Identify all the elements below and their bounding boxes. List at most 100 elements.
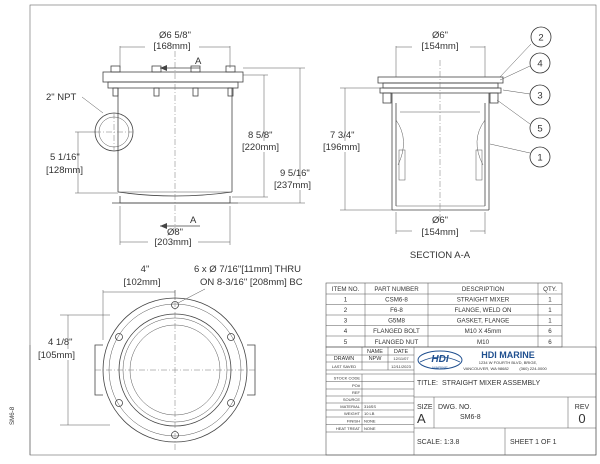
svg-text:MATERIAL: MATERIAL [340,404,360,409]
company-address2: VANCOUVER, WA 98682 [463,366,509,371]
bom-row: 2 F6-8 FLANGE, WELD ON 1 [344,307,553,314]
side-drawing-label: SM6-8 [9,406,16,425]
balloon-item-1: 1 [489,143,551,168]
front-dim-npt: 2" NPT [46,92,76,103]
bom-table: ITEM NO. PART NUMBER DESCRIPTION QTY. 1 … [325,282,563,348]
bom-header-qty: QTY. [543,286,557,293]
svg-text:5: 5 [344,339,348,346]
front-dim-total-frac: 9 5/16" [280,168,310,179]
front-dim-left-frac: 5 1/16" [50,152,80,163]
tb-rev-value: 0 [578,411,585,426]
front-dim-left-mm: [128mm] [46,165,83,176]
svg-text:4: 4 [537,59,542,70]
tb-drawn-label: DRAWN [334,356,355,362]
svg-text:HEAT TREAT: HEAT TREAT [336,426,361,431]
svg-text:FLANGE, WELD ON: FLANGE, WELD ON [454,307,511,314]
tb-col-name: NAME [367,349,383,355]
company-address1: 1234 W FOURTH BLVD, BRIGE, [479,360,538,365]
tb-field: HEAT TREAT NONE [336,426,376,431]
section-dim-bottom-mm: [154mm] [422,227,459,238]
section-view: Ø6" [154mm] 7 3/4" [196mm] Ø6" [154mm] S… [320,26,552,261]
tb-drawn-name: NPW [369,356,383,362]
svg-text:F6-8: F6-8 [390,307,403,314]
bom-header-item: ITEM NO. [332,286,360,293]
svg-text:6: 6 [548,328,552,335]
tb-field: REF [352,390,361,395]
tb-sheet: SHEET 1 OF 1 [510,439,557,446]
svg-text:GASKET, FLANGE: GASKET, FLANGE [457,318,510,325]
front-dim-bottom-mm: [203mm] [155,237,192,248]
company-logo: HDI MARINE [417,350,463,370]
svg-text:10 LB: 10 LB [364,411,375,416]
front-dim-top-frac: Ø6 5/8" [159,30,191,41]
svg-text:FLANGED BOLT: FLANGED BOLT [373,328,420,335]
balloon-item-2: 2 [499,26,552,78]
svg-text:1: 1 [344,297,348,304]
section-dim-height-frac: 7 3/4" [330,130,355,141]
svg-text:REF: REF [352,390,361,395]
tb-size-label: SIZE [417,404,433,411]
svg-text:STOCK CODE: STOCK CODE [334,376,361,381]
bom-row: 1 CSM6-8 STRAIGHT MIXER 1 [344,297,553,304]
tb-title-label: TITLE: [417,380,438,387]
tb-col-date: DATE [394,349,409,355]
tb-field: WEIGHT 10 LB [344,411,375,416]
section-dim-top-frac: Ø6" [432,30,448,41]
tb-field: MATERIAL 316SS [340,404,376,409]
bom-header-part: PART NUMBER [374,286,419,293]
balloon-item-4: 4 [499,52,551,81]
svg-text:M10 X 45mm: M10 X 45mm [465,328,502,335]
top-dim-width-mm: [102mm] [124,277,161,288]
front-dim-height-mm: [220mm] [242,142,279,153]
svg-text:FLANGED NUT: FLANGED NUT [375,339,419,346]
svg-text:STRAIGHT MIXER: STRAIGHT MIXER [457,297,510,304]
section-arrow-top-label: A [195,56,202,67]
tb-field: SOURCE [343,397,360,402]
front-dim-total-mm: [237mm] [274,180,311,191]
svg-text:CSM6-8: CSM6-8 [385,297,408,304]
svg-text:1: 1 [548,297,552,304]
svg-text:NONE: NONE [364,419,376,424]
top-dim-holes-line2: ON 8-3/16" [208mm] BC [200,277,303,288]
tb-dwg-value: SM6-8 [460,414,481,421]
svg-text:M10: M10 [477,339,490,346]
svg-text:1: 1 [537,153,542,164]
section-dim-bottom-frac: Ø6" [432,215,448,226]
tb-saved-label: LAST SAVED [332,364,356,369]
svg-text:NONE: NONE [364,426,376,431]
tb-size-value: A [417,411,426,426]
svg-text:2: 2 [344,307,348,314]
svg-text:316SS: 316SS [364,404,376,409]
tb-field: FINISH NONE [347,419,376,424]
tb-field: PO# [352,383,361,388]
section-dim-height-mm: [196mm] [323,142,360,153]
balloon-item-5: 5 [496,99,551,139]
section-title: SECTION A-A [410,250,471,261]
bom-row: 5 FLANGED NUT M10 6 [344,339,553,346]
bom-header-desc: DESCRIPTION [462,286,504,293]
svg-text:2: 2 [538,33,543,44]
svg-text:3: 3 [344,318,348,325]
tb-field: STOCK CODE [334,376,361,381]
front-dim-top-mm: [168mm] [154,41,191,52]
tb-saved-date: 12/11/2023 [391,364,411,369]
company-name: HDI MARINE [481,350,535,360]
top-dim-left-mm: [105mm] [38,350,75,361]
svg-text:1: 1 [548,318,552,325]
top-dim-left-frac: 4 1/8" [48,337,73,348]
svg-text:FINISH: FINISH [347,419,360,424]
top-view: 4" [102mm] 6 x Ø 7/16"[11mm] THRU ON 8-3… [36,264,303,450]
front-dim-bottom-frac: Ø8" [167,227,183,238]
svg-text:5: 5 [537,124,542,135]
svg-text:G5M8: G5M8 [388,318,405,325]
front-dim-height-frac: 8 5/8" [248,130,273,141]
tb-rev-label: REV [575,404,590,411]
svg-text:MARINE: MARINE [432,365,448,370]
tb-dwg-label: DWG. NO. [438,404,471,411]
title-block: NAME DATE DRAWN NPW 12/11/07 LAST SAVED … [325,346,597,456]
svg-text:3: 3 [537,91,542,102]
svg-text:1: 1 [548,307,552,314]
svg-text:HDI: HDI [431,354,448,365]
bom-row: 4 FLANGED BOLT M10 X 45mm 6 [344,328,553,335]
